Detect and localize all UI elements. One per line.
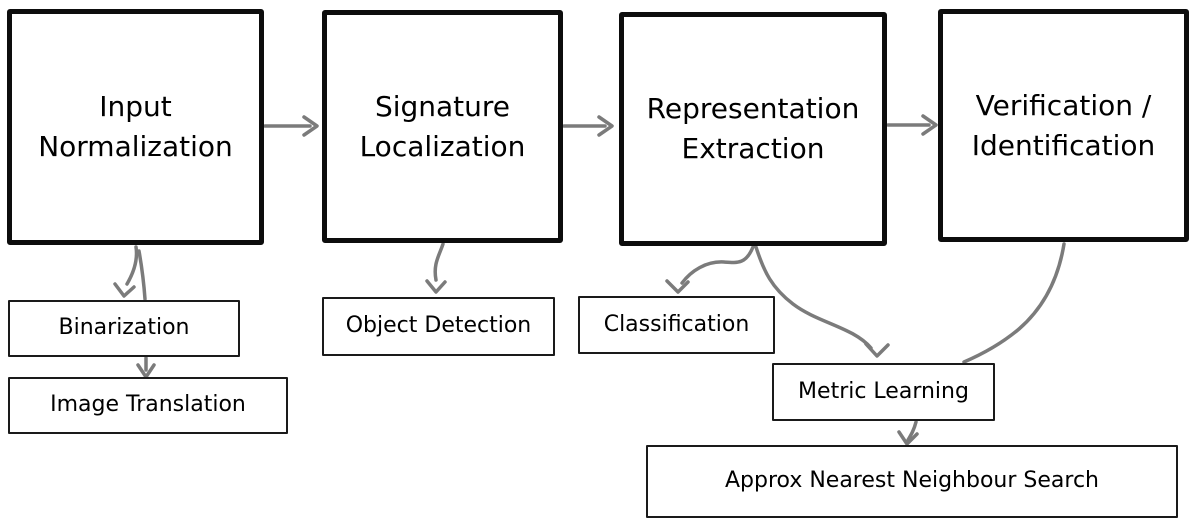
arrowhead-binarization-to-image-translation xyxy=(136,363,156,379)
arrow-signature-to-object-detection xyxy=(433,242,445,282)
stage-box-input-normalization: Input Normalization xyxy=(7,9,264,245)
technique-box-metric-learning: Metric Learning xyxy=(772,363,995,421)
arrowhead-signature-to-representation xyxy=(597,115,614,137)
technique-label-object-detection: Object Detection xyxy=(345,313,532,339)
technique-label-binarization: Binarization xyxy=(58,315,190,341)
technique-box-object-detection: Object Detection xyxy=(322,297,555,356)
technique-label-ann-search: Approx Nearest Neighbour Search xyxy=(725,468,1099,494)
stage-label-representation-extraction: Representation Extraction xyxy=(646,92,860,165)
arrowhead-representation-to-classification xyxy=(665,279,690,294)
arrowhead-input-to-signature xyxy=(302,115,319,137)
arrow-input-to-binarization xyxy=(125,245,139,286)
arrowhead-representation-to-verification xyxy=(921,114,938,136)
technique-box-ann-search: Approx Nearest Neighbour Search xyxy=(646,445,1178,518)
technique-box-classification: Classification xyxy=(578,296,775,354)
arrow-input-to-binarization-stroke2 xyxy=(137,249,147,301)
stage-label-signature-localization: Signature Localization xyxy=(359,89,526,163)
arrowhead-metric-learning-to-ann-search xyxy=(897,430,919,446)
stage-label-verification-identification: Verification / Identification xyxy=(971,88,1156,162)
arrowhead-representation-to-metric-learning xyxy=(864,342,890,358)
stage-label-input-normalization: Input Normalization xyxy=(38,90,233,163)
technique-box-binarization: Binarization xyxy=(8,300,240,357)
arrowhead-signature-to-object-detection xyxy=(425,279,447,294)
technique-label-metric-learning: Metric Learning xyxy=(798,378,969,404)
technique-box-image-translation: Image Translation xyxy=(8,377,288,434)
arrow-verification-to-metric-learning xyxy=(962,242,1066,364)
stage-box-signature-localization: Signature Localization xyxy=(322,10,563,243)
arrowhead-input-to-binarization xyxy=(113,282,136,298)
stage-box-representation-extraction: Representation Extraction xyxy=(619,12,887,246)
technique-label-image-translation: Image Translation xyxy=(50,392,246,418)
technique-label-classification: Classification xyxy=(603,311,750,337)
arrow-metric-learning-to-ann-search xyxy=(906,420,918,442)
stage-box-verification-identification: Verification / Identification xyxy=(938,9,1189,242)
arrow-representation-to-classification xyxy=(680,245,755,285)
